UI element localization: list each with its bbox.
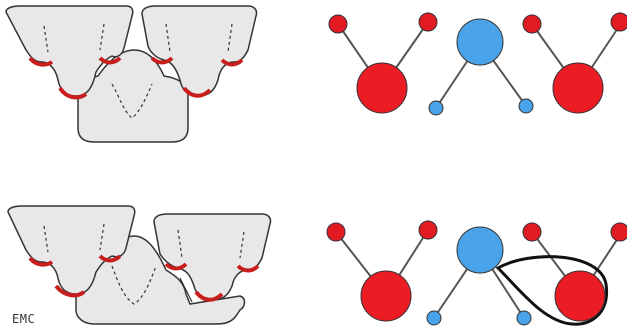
large-blue-atom	[456, 226, 504, 274]
small-red-atom	[418, 12, 438, 32]
large-red-atom	[356, 62, 408, 114]
upper-tooth-left-cusp-line	[43, 25, 49, 53]
upper-tooth-right	[153, 213, 272, 301]
contact-mark	[98, 254, 122, 263]
upper-tooth-left-cusp-line	[99, 23, 105, 51]
ball-stick-diagram-bottom	[326, 220, 627, 326]
large-red-atom	[554, 270, 606, 322]
small-blue-atom	[518, 98, 534, 114]
contact-mark	[28, 56, 54, 67]
lower-tooth	[77, 49, 189, 143]
contact-mark	[98, 56, 122, 65]
contact-mark	[54, 284, 86, 298]
tooth-diagram-top	[5, 5, 258, 143]
small-red-atom	[610, 12, 627, 32]
ball-stick-diagram-top	[328, 12, 627, 116]
contact-mark	[182, 86, 212, 98]
contact-mark	[164, 262, 188, 271]
closing-loop	[495, 255, 609, 326]
contact-mark	[28, 256, 54, 267]
lower-tooth-root-line	[111, 83, 153, 119]
large-red-atom	[360, 270, 412, 322]
lower-tooth-root-line	[111, 265, 157, 305]
upper-tooth-right-cusp-line	[239, 231, 245, 259]
watermark-text: EMC	[12, 312, 36, 326]
upper-tooth-left-cusp-line	[99, 223, 105, 251]
small-blue-atom	[428, 100, 444, 116]
large-red-atom	[552, 62, 604, 114]
small-blue-atom	[516, 310, 532, 326]
contact-mark	[194, 290, 224, 302]
small-red-atom	[522, 14, 542, 34]
small-red-atom	[328, 14, 348, 34]
contact-mark	[220, 58, 244, 67]
small-red-atom	[522, 222, 542, 242]
tooth-diagram-bottom	[7, 205, 272, 325]
upper-tooth-right-cusp-line	[177, 229, 183, 259]
contact-mark	[150, 56, 174, 65]
small-red-atom	[418, 220, 438, 240]
upper-tooth-right-cusp-line	[227, 23, 233, 53]
small-blue-atom	[426, 310, 442, 326]
small-red-atom	[610, 222, 627, 242]
upper-tooth-right-cusp-line	[165, 23, 171, 53]
large-blue-atom	[456, 18, 504, 66]
contact-mark	[236, 264, 260, 273]
contact-mark	[58, 86, 88, 100]
small-red-atom	[326, 222, 346, 242]
upper-tooth-left-cusp-line	[43, 225, 49, 253]
lower-tooth-slope-line	[179, 277, 193, 303]
